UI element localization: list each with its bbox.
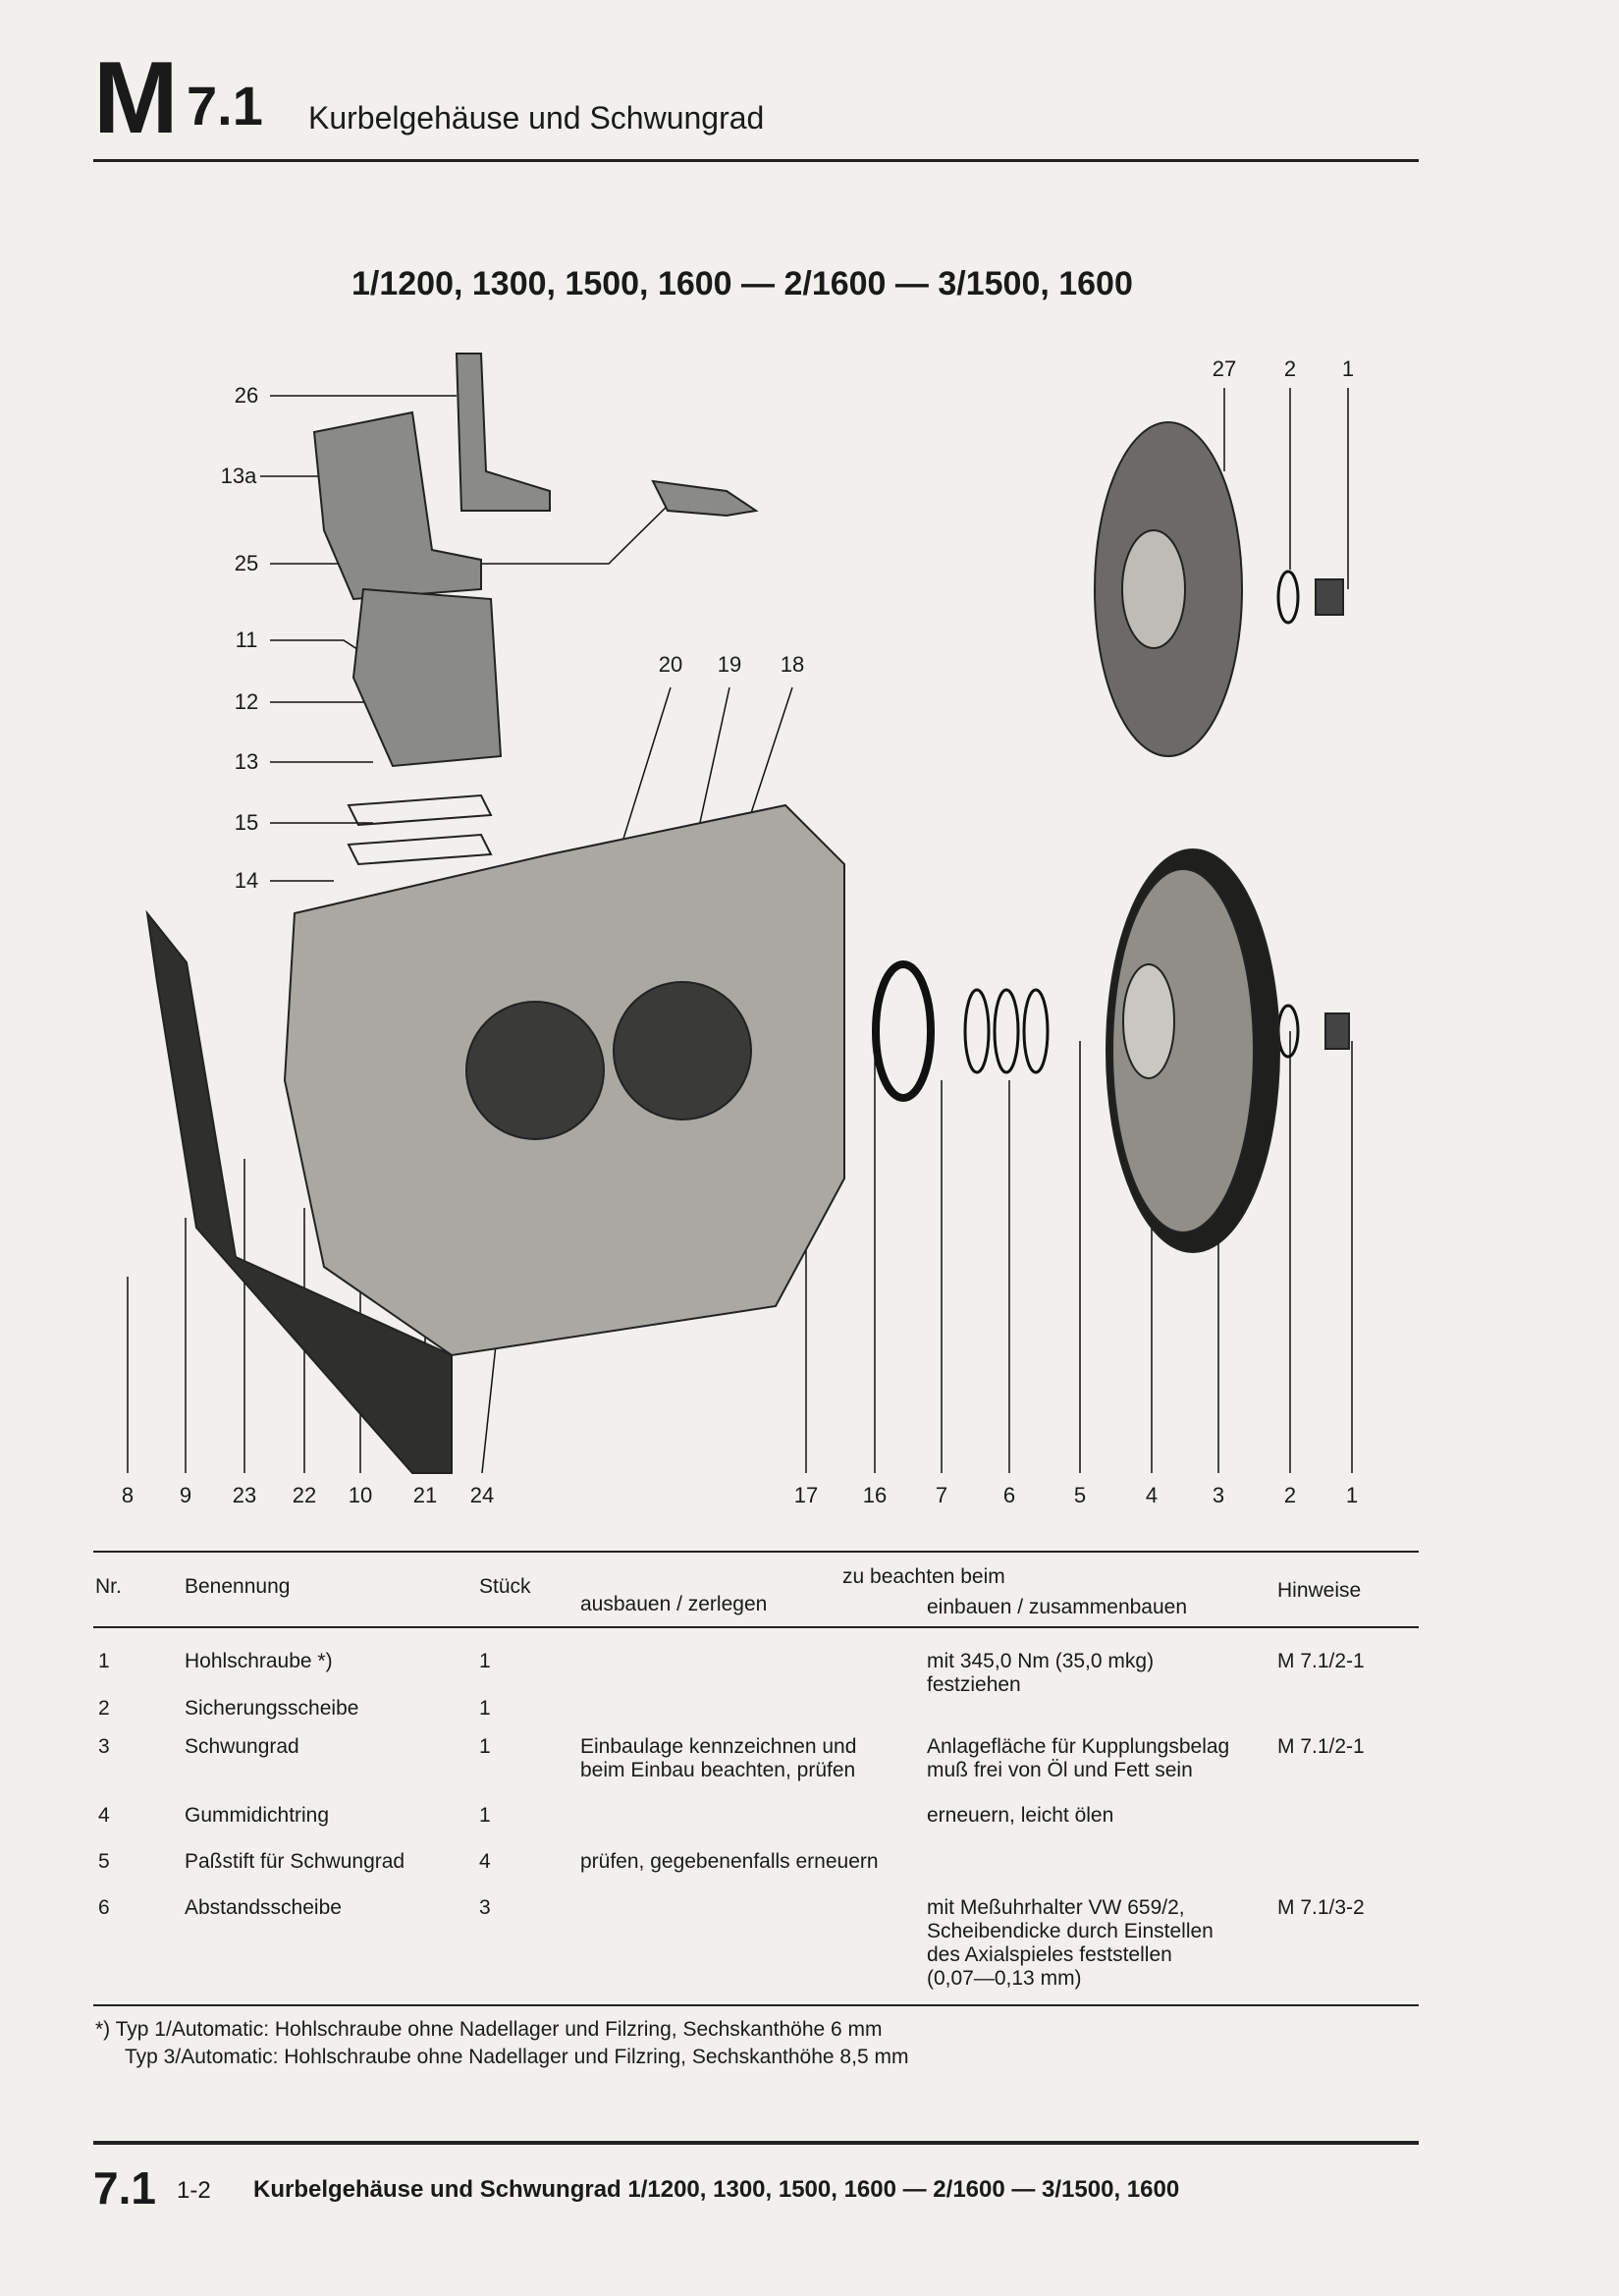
callout-label: 14 (234, 868, 259, 893)
callout-label: 10 (348, 1483, 373, 1507)
cell-install: erneuern, leicht ölen (927, 1804, 1114, 1827)
cell-qty: 4 (479, 1850, 491, 1873)
table-bottom-rule (93, 2004, 1419, 2006)
footnote: *) Typ 1/Automatic: Hohlschraube ohne Na… (95, 2018, 883, 2041)
cell-name: Abstandsscheibe (185, 1896, 342, 1919)
callout-label: 21 (412, 1483, 438, 1507)
cell-name: Gummidichtring (185, 1804, 330, 1827)
callout-label: 26 (234, 383, 259, 408)
callout-label: 22 (292, 1483, 317, 1507)
cell-notes: M 7.1/2-1 (1277, 1735, 1365, 1758)
exploded-diagram (127, 353, 1353, 1474)
col-group: zu beachten beim (842, 1565, 1005, 1588)
cell-qty: 1 (479, 1697, 491, 1720)
callout-label: 2 (1283, 356, 1297, 381)
col-name: Benennung (185, 1575, 291, 1598)
col-qty: Stück (479, 1575, 531, 1598)
table-header-rule (93, 1626, 1419, 1628)
callout-label: 3 (1212, 1483, 1225, 1507)
callout-label: 8 (121, 1483, 135, 1507)
callout-label: 23 (232, 1483, 257, 1507)
callout-label: 18 (780, 652, 805, 677)
callout-label: 9 (179, 1483, 192, 1507)
cell-nr: 3 (98, 1735, 110, 1758)
footer-page: 1-2 (177, 2177, 211, 2204)
callout-label: 4 (1145, 1483, 1159, 1507)
cell-name: Sicherungsscheibe (185, 1697, 359, 1720)
cell-nr: 5 (98, 1850, 110, 1873)
col-remove: ausbauen / zerlegen (580, 1593, 768, 1615)
cell-name: Schwungrad (185, 1735, 299, 1758)
cell-name: Paßstift für Schwungrad (185, 1850, 405, 1873)
cell-nr: 1 (98, 1650, 110, 1672)
callout-label: 25 (234, 551, 259, 575)
table-top-rule (93, 1551, 1419, 1553)
cell-notes: M 7.1/3-2 (1277, 1896, 1365, 1919)
callout-label: 1 (1345, 1483, 1359, 1507)
section-letter: M (93, 41, 179, 155)
leader-lines (127, 388, 1353, 1474)
footer-title: Kurbelgehäuse und Schwungrad 1/1200, 130… (253, 2176, 1180, 2203)
footnote: Typ 3/Automatic: Hohlschraube ohne Nadel… (125, 2046, 909, 2068)
callout-label: 1 (1341, 356, 1355, 381)
cell-qty: 1 (479, 1735, 491, 1758)
cell-qty: 1 (479, 1650, 491, 1672)
footer-rule (93, 2141, 1419, 2145)
col-install: einbauen / zusammenbauen (927, 1596, 1188, 1618)
cell-nr: 2 (98, 1697, 110, 1720)
callout-label: 5 (1073, 1483, 1087, 1507)
callout-label: 24 (469, 1483, 495, 1507)
page-title: Kurbelgehäuse und Schwungrad (308, 100, 765, 136)
callout-label: 7 (935, 1483, 948, 1507)
callout-label: 13a (220, 464, 257, 488)
model-subtitle: 1/1200, 1300, 1500, 1600 — 2/1600 — 3/15… (351, 265, 1133, 302)
callout-label: 13 (234, 749, 259, 774)
col-notes: Hinweise (1277, 1579, 1362, 1602)
callout-label: 6 (1002, 1483, 1016, 1507)
cell-install: Anlagefläche für Kupplungsbelag muß frei… (927, 1735, 1230, 1781)
cell-remove: Einbaulage kennzeichnen und beim Einbau … (580, 1735, 857, 1781)
cell-notes: M 7.1/2-1 (1277, 1650, 1365, 1672)
callout-label: 11 (235, 628, 258, 652)
cell-nr: 6 (98, 1896, 110, 1919)
callout-label: 2 (1283, 1483, 1297, 1507)
cell-name: Hohlschraube *) (185, 1650, 333, 1672)
cell-install: mit 345,0 Nm (35,0 mkg) festziehen (927, 1650, 1155, 1696)
section-number: 7.1 (187, 75, 263, 137)
col-nr: Nr. (95, 1575, 122, 1598)
callout-label: 15 (234, 810, 259, 835)
callout-label: 19 (717, 652, 742, 677)
callout-label: 12 (234, 689, 259, 714)
cell-install: mit Meßuhrhalter VW 659/2, Scheibendicke… (927, 1896, 1214, 1990)
header-rule (93, 159, 1419, 162)
cell-nr: 4 (98, 1804, 110, 1827)
cell-qty: 1 (479, 1804, 491, 1827)
callout-label: 20 (658, 652, 683, 677)
footer-section: 7.1 (93, 2162, 156, 2214)
cell-qty: 3 (479, 1896, 491, 1919)
callout-label: 17 (793, 1483, 819, 1507)
cell-remove: prüfen, gegebenenfalls erneuern (580, 1850, 879, 1873)
callout-label: 27 (1212, 356, 1237, 381)
callout-label: 16 (862, 1483, 888, 1507)
